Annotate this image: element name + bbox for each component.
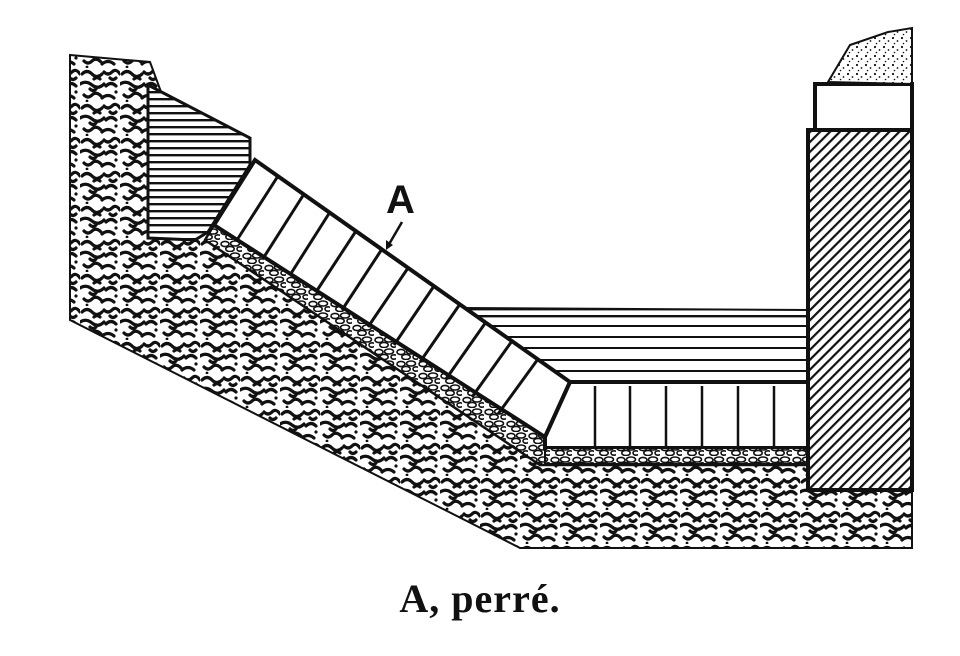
channel-bed-stones xyxy=(543,380,812,450)
figure-caption: A, perré. xyxy=(399,576,561,621)
callout-arrowhead xyxy=(386,240,393,250)
earth-on-wall xyxy=(826,26,913,86)
water-lines xyxy=(476,325,810,372)
slope-stone-joints xyxy=(235,175,540,415)
callout-label-a: A xyxy=(386,178,415,222)
callout-leader-line xyxy=(386,221,404,247)
masonry-wall xyxy=(806,128,914,492)
bed-rubble-strip xyxy=(544,447,811,465)
striped-earth-block xyxy=(146,82,252,242)
bed-stone-joints xyxy=(593,386,776,446)
wall-coping xyxy=(813,82,914,132)
